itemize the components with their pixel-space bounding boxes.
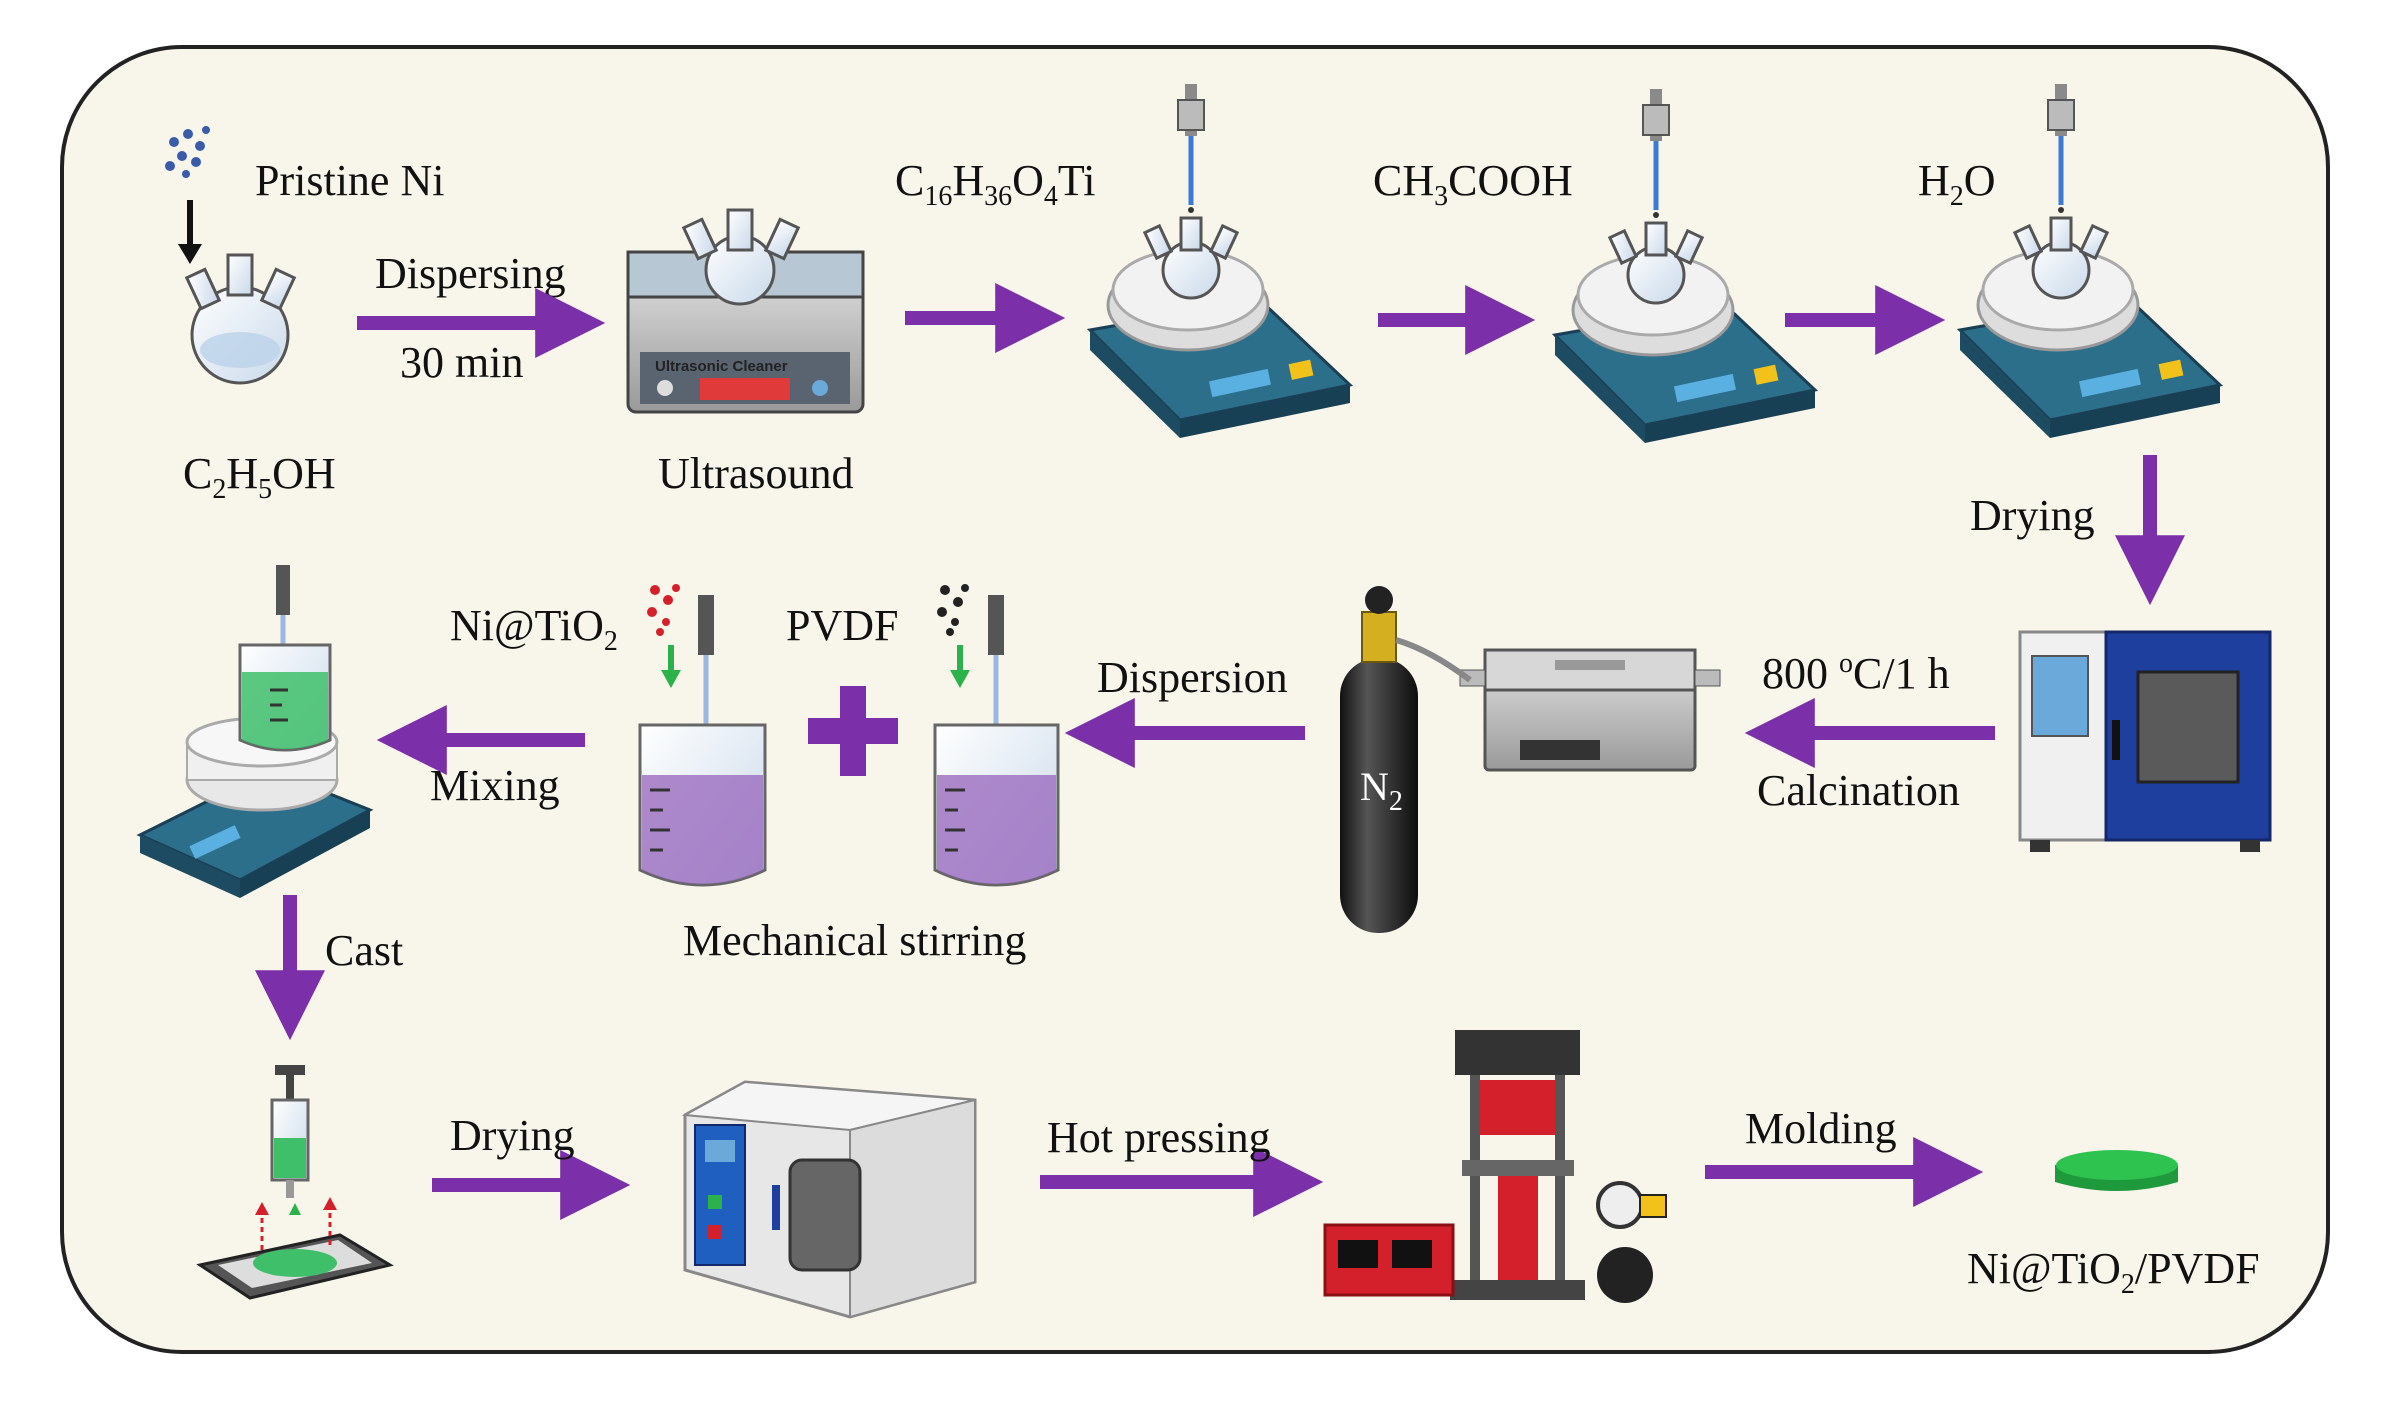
magnetic-stirrer-icon — [136, 716, 374, 898]
particle-icon — [165, 126, 210, 178]
ni-tio2-beaker — [638, 584, 767, 887]
hot-pressing-label: Hot pressing — [1047, 1113, 1271, 1162]
water-station — [1956, 84, 2224, 438]
mold-icon — [196, 1197, 394, 1300]
vacuum-oven-icon — [681, 1080, 977, 1319]
n2-label: N2 — [1360, 764, 1403, 817]
particle-icon — [937, 584, 969, 636]
syringe-icon — [270, 1065, 310, 1198]
particle-icon — [647, 584, 680, 636]
drying-bottom-label: Drying — [450, 1111, 575, 1160]
temperature-label: 800 oC/1 h — [1762, 648, 1950, 698]
hot-press-icon — [1323, 1030, 1667, 1303]
down-arrow-icon — [950, 645, 970, 688]
molding-label: Molding — [1745, 1104, 1897, 1153]
flask-icon — [184, 253, 297, 385]
ethanol-label: C2H5OH — [183, 449, 336, 505]
drying-top-label: Drying — [1970, 491, 2095, 540]
time-label: 30 min — [400, 338, 523, 387]
dispersing-label: Dispersing — [375, 249, 566, 298]
pipette-icon — [1177, 84, 1205, 213]
pvdf-label: PVDF — [786, 601, 899, 650]
ni-tio2-label: Ni@TiO2 — [450, 601, 618, 657]
product-label: Ni@TiO2/PVDF — [1967, 1244, 2260, 1300]
beaker-icon — [933, 723, 1060, 887]
ti-precursor-station — [1086, 84, 1354, 438]
plus-icon — [808, 686, 898, 776]
ti-precursor-label: C16H36O4Ti — [895, 156, 1095, 212]
mechanical-stirring-label: Mechanical stirring — [683, 916, 1026, 965]
acetic-acid-label: CH3COOH — [1373, 156, 1573, 212]
beaker-icon — [238, 643, 332, 752]
product-disc-icon — [2055, 1150, 2178, 1191]
water-label: H2O — [1918, 156, 1996, 212]
calcination-label: Calcination — [1757, 766, 1960, 815]
pristine-ni-label: Pristine Ni — [255, 156, 444, 205]
flask-icon — [2012, 216, 2110, 300]
magnetic-stirrer-icon — [1086, 248, 1354, 438]
ultrasound-label: Ultrasound — [658, 449, 854, 498]
beaker-icon — [638, 723, 767, 887]
mixing-label: Mixing — [430, 761, 560, 810]
pipette-icon — [2047, 84, 2075, 213]
acetic-acid-station — [1551, 89, 1819, 443]
tube-furnace-icon — [1459, 648, 1721, 772]
ultrasonic-cleaner-icon: Ultrasonic Cleaner — [626, 208, 865, 414]
pipette-icon — [1642, 89, 1670, 218]
pvdf-beaker — [933, 584, 1060, 887]
down-arrow-icon — [178, 200, 202, 264]
ultrasonic-cleaner-text: Ultrasonic Cleaner — [655, 358, 788, 375]
down-arrow-icon — [661, 645, 681, 688]
cast-label: Cast — [325, 926, 403, 975]
drying-oven-icon — [2018, 630, 2272, 852]
dispersion-label: Dispersion — [1097, 653, 1288, 702]
flask-icon — [1607, 221, 1705, 305]
flask-icon — [1142, 216, 1240, 300]
gas-cylinder-icon: N2 — [1340, 586, 1472, 933]
